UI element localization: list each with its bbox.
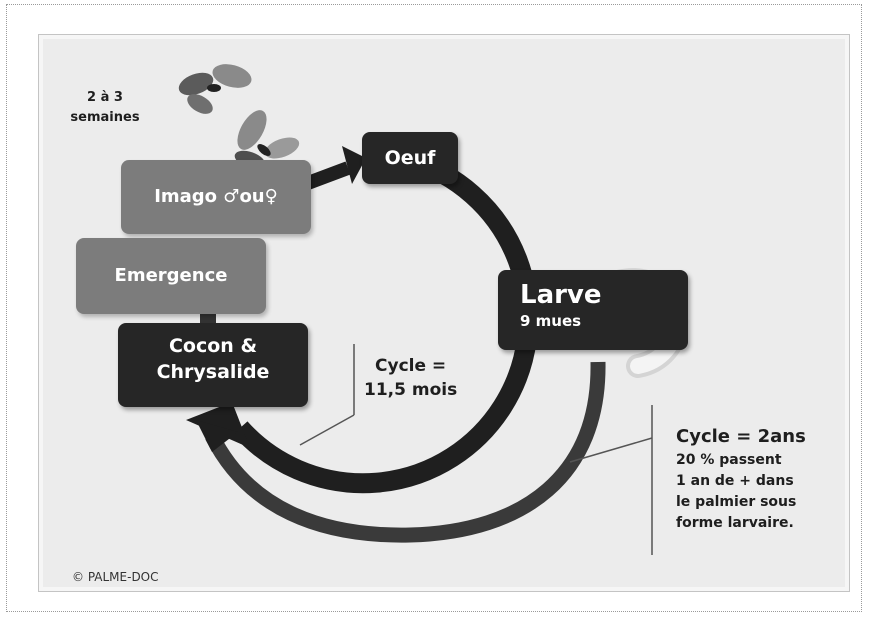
cycle-inner-line2: 11,5 mois xyxy=(364,380,458,400)
stage-cocon-line1: Cocon & xyxy=(168,335,258,357)
cycle-outer-line4: forme larvaire. xyxy=(676,515,794,531)
imago-duration: 2 à 3 semaines xyxy=(60,88,150,128)
cycle-outer-note: Cycle = 2ans 20 % passent 1 an de + dans… xyxy=(676,424,806,534)
imago-duration-line2: semaines xyxy=(70,110,140,125)
stage-emergence-label: Emergence xyxy=(114,265,228,286)
cycle-inner-line1: Cycle = xyxy=(375,356,447,376)
outer-cycle-arc xyxy=(205,361,606,543)
stage-larve-sub: 9 mues xyxy=(520,312,582,330)
inner-arrowhead xyxy=(186,402,250,448)
cycle-outer-title: Cycle = 2ans xyxy=(676,426,806,447)
cycle-outer-line2: 1 an de + dans xyxy=(676,473,794,489)
stage-cocon-line2: Chrysalide xyxy=(156,361,270,383)
stage-larve-label: Larve xyxy=(520,280,602,310)
cycle-outer-line3: le palmier sous xyxy=(676,494,797,510)
stage-imago: Imago ♂ou♀ xyxy=(121,160,311,234)
cycle-outer-line1: 20 % passent xyxy=(676,452,782,468)
page-frame xyxy=(6,4,862,612)
stage-oeuf-label: Oeuf xyxy=(384,147,436,169)
cycle-inner-note: Cycle = 11,5 mois xyxy=(364,354,457,402)
outer-arrowhead xyxy=(196,420,238,452)
inner-cycle-pointer xyxy=(299,414,355,446)
stage-larve: Larve 9 mues xyxy=(498,270,688,350)
stage-cocon: Cocon & Chrysalide xyxy=(118,323,308,407)
stage-imago-label: Imago ♂ou♀ xyxy=(154,186,278,207)
outer-cycle-pointer xyxy=(569,437,653,463)
stage-emergence: Emergence xyxy=(76,238,266,314)
moth-illustration-top xyxy=(178,64,252,114)
oeuf-arrowhead xyxy=(342,146,366,184)
stage-oeuf: Oeuf xyxy=(362,132,458,184)
inner-cycle-arc xyxy=(232,150,539,494)
copyright: © PALME-DOC xyxy=(72,570,159,584)
imago-duration-line1: 2 à 3 xyxy=(87,90,123,105)
